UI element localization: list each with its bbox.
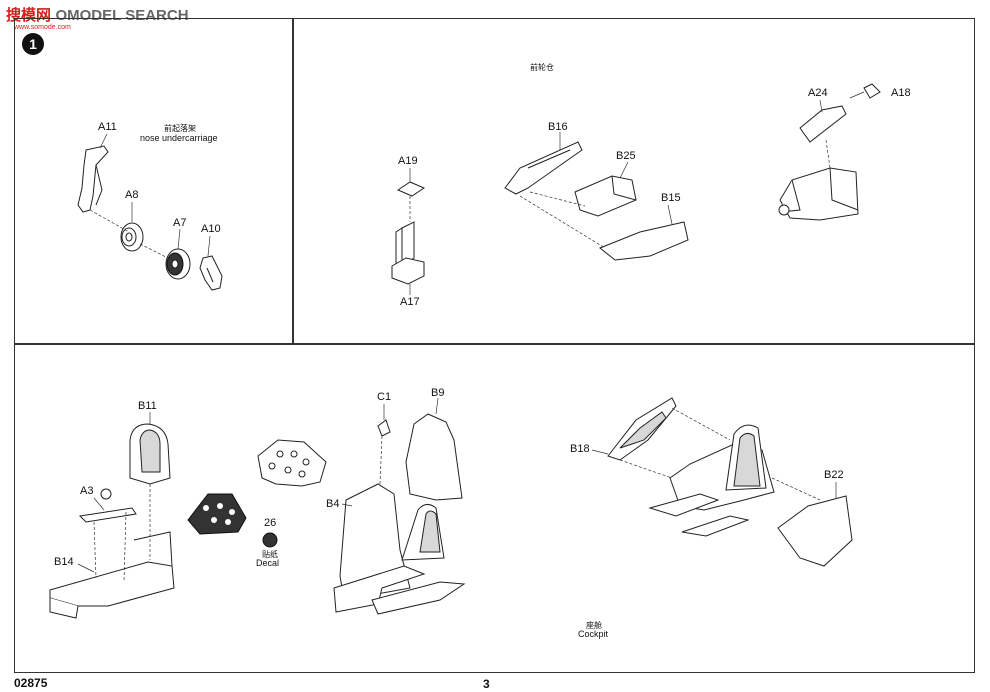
part-label-a19: A19 [398, 155, 418, 167]
part-label-a24: A24 [808, 87, 828, 99]
part-label-b15: B15 [661, 192, 681, 204]
bay-assembly-a24-a18-drawing [778, 83, 881, 221]
cockpit-title-en: Cockpit [578, 629, 609, 639]
decal-label-cn: 贴纸 [262, 550, 278, 559]
watermark-sub: www.somode.com [14, 24, 71, 31]
step-number: 1 [29, 36, 37, 52]
part-label-a8: A8 [125, 189, 139, 201]
wheel-a7-drawing [139, 228, 191, 280]
part-label-a17: A17 [400, 296, 420, 308]
part-label-a11: A11 [98, 121, 117, 133]
strut-a11-drawing [77, 133, 109, 213]
panel-cockpit [14, 343, 975, 673]
part-label-c1: C1 [377, 391, 392, 403]
part-label-a7: A7 [173, 217, 187, 229]
panel-nose-undercarriage [14, 18, 294, 345]
part-label-b9: B9 [431, 387, 445, 399]
part-label-b25: B25 [616, 150, 636, 162]
seat-b11-drawing [129, 412, 171, 485]
watermark-cn: 搜模网 [6, 6, 52, 24]
bay-parts-b16-b25-b15-drawing [504, 132, 689, 261]
step-badge: 1 [22, 33, 44, 55]
kit-code: 02875 [14, 676, 48, 690]
part-label-a10: A10 [201, 223, 221, 235]
floor-b14-drawing [49, 484, 175, 619]
part-label-b11: B11 [138, 400, 157, 412]
cockpit-title-cn: 座舱 [586, 621, 602, 630]
wheel-a8-drawing [89, 202, 144, 252]
part-label-b16: B16 [548, 121, 568, 133]
part-label-b18: B18 [570, 443, 590, 455]
panel-nose-wheel-bay [292, 18, 975, 345]
part-label-b4: B4 [326, 498, 340, 510]
decal-label-en: Decal [256, 558, 280, 568]
watermark-logo: 搜模网 OMODEL SEARCH [6, 4, 189, 25]
bay-part-a19-a17-drawing [391, 168, 426, 295]
cockpit-assembly-center-drawing [333, 397, 466, 615]
part-label-a3: A3 [80, 485, 94, 497]
part-label-a18: A18 [891, 87, 911, 99]
page-number: 3 [483, 677, 490, 691]
nose-wheel-bay-title-cn: 前轮仓 [530, 63, 554, 72]
nose-undercarriage-title-en: nose undercarriage [140, 133, 218, 143]
decal-number-26: 26 [264, 517, 277, 529]
part-label-b22: B22 [824, 469, 844, 481]
instrument-panel-drawing [187, 439, 327, 548]
fork-a10-drawing [199, 235, 223, 291]
cockpit-assembly-right-drawing [591, 397, 853, 567]
part-label-b14: B14 [54, 556, 74, 568]
nose-undercarriage-title-cn: 前起落架 [164, 124, 196, 133]
watermark-en: OMODEL SEARCH [55, 7, 189, 24]
